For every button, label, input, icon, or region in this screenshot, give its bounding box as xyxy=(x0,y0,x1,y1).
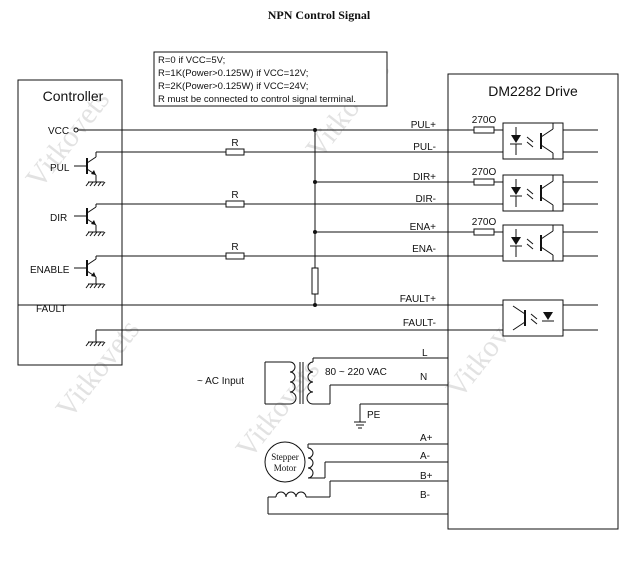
vcc-label: VCC xyxy=(48,126,69,137)
terminal-fault-minus: FAULT- xyxy=(403,318,436,329)
drive-title: DM2282 Drive xyxy=(488,83,578,99)
resistor-270-label: 270O xyxy=(472,217,497,228)
pullup-resistor xyxy=(311,267,319,295)
controller-title: Controller xyxy=(43,88,104,104)
terminal-l: L xyxy=(422,348,428,359)
motor-label-line2: Motor xyxy=(274,463,297,473)
resistor-r-label: R xyxy=(231,138,238,149)
dir-transistor xyxy=(74,203,122,237)
optocoupler-fault xyxy=(502,299,564,337)
voltage-label: 80 ~ 220 VAC xyxy=(325,367,387,378)
optocoupler-dir xyxy=(502,174,564,212)
pul-transistor xyxy=(74,151,122,187)
junction-dot xyxy=(313,128,317,132)
terminal-a-plus: A+ xyxy=(420,433,433,444)
note-box xyxy=(153,51,388,107)
fault-ground xyxy=(85,329,122,347)
optocoupler-ena xyxy=(502,224,564,262)
resistor-270-label: 270O xyxy=(472,115,497,126)
transformer xyxy=(264,357,448,405)
diagram-title: NPN Control Signal xyxy=(268,8,371,22)
terminal-b-minus: B- xyxy=(420,490,430,501)
junction-dot xyxy=(313,303,317,307)
watermark-group: Vitkovets Vitkovets Vitkovets Vitkovets … xyxy=(20,53,537,464)
drive-box xyxy=(447,73,619,530)
note-line: R must be connected to control signal te… xyxy=(158,94,356,105)
fault-label: FAULT xyxy=(36,304,66,315)
resistor-270-label: 270O xyxy=(472,167,497,178)
enable-label: ENABLE xyxy=(30,265,70,276)
pul-label: PUL xyxy=(50,163,70,174)
note-line: R=1K(Power>0.125W) if VCC=12V; xyxy=(158,68,308,79)
note-line: R=2K(Power>0.125W) if VCC=24V; xyxy=(158,81,308,92)
resistor-r-label: R xyxy=(231,190,238,201)
terminal-b-plus: B+ xyxy=(420,471,433,482)
junction-dot xyxy=(313,230,317,234)
terminal-fault-plus: FAULT+ xyxy=(400,294,436,305)
terminal-ena-plus: ENA+ xyxy=(410,222,437,233)
terminal-ena-minus: ENA- xyxy=(412,244,436,255)
optocoupler-pul xyxy=(502,122,564,160)
terminal-pe: PE xyxy=(367,410,381,421)
resistor-r-label: R xyxy=(231,242,238,253)
terminal-dir-minus: DIR- xyxy=(415,194,436,205)
resistor-270-dir xyxy=(473,178,495,186)
terminal-pul-minus: PUL- xyxy=(413,142,436,153)
dir-label: DIR xyxy=(50,213,67,224)
controller-box xyxy=(17,79,123,366)
note-line: R=0 if VCC=5V; xyxy=(158,55,225,66)
resistor-r-ena xyxy=(225,252,245,260)
terminal-n: N xyxy=(420,372,427,383)
pe-ground xyxy=(354,403,448,429)
resistor-270-ena xyxy=(473,228,495,236)
resistor-270-pul xyxy=(473,126,495,134)
terminal-pul-plus: PUL+ xyxy=(411,120,436,131)
terminal-a-minus: A- xyxy=(420,451,430,462)
resistor-r-dir xyxy=(225,200,245,208)
ac-input-label: ~ AC Input xyxy=(197,376,244,387)
enable-transistor xyxy=(74,255,122,289)
motor-label-line1: Stepper xyxy=(271,452,299,462)
vcc-terminal xyxy=(73,127,79,133)
stepper-motor-symbol xyxy=(264,441,306,483)
motor-windings xyxy=(267,443,448,515)
junction-dot xyxy=(313,180,317,184)
terminal-dir-plus: DIR+ xyxy=(413,172,436,183)
resistor-r-pul xyxy=(225,148,245,156)
